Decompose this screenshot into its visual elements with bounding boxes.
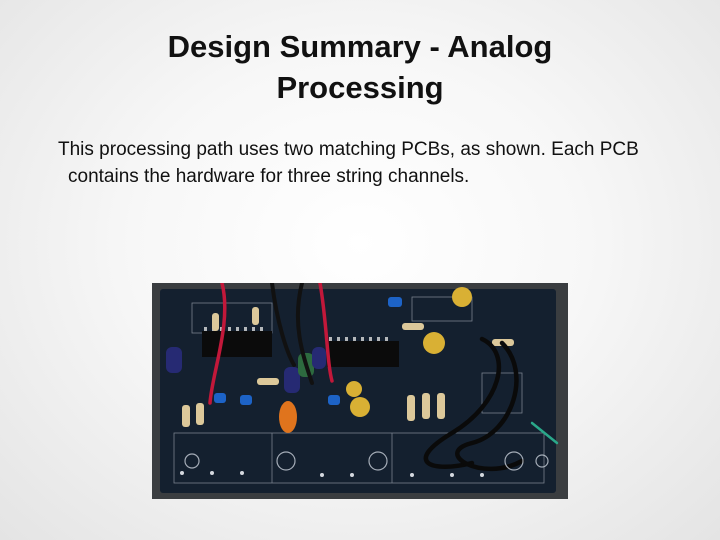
title-line-2: Processing xyxy=(276,70,444,106)
title-line-1: Design Summary - Analog xyxy=(167,29,553,64)
slide-body-text: This processing path uses two matching P… xyxy=(58,139,639,187)
slide-title: Design Summary - Analog Processing xyxy=(60,26,660,108)
pcb-photo xyxy=(152,283,568,499)
pcb-illustration xyxy=(152,283,568,499)
